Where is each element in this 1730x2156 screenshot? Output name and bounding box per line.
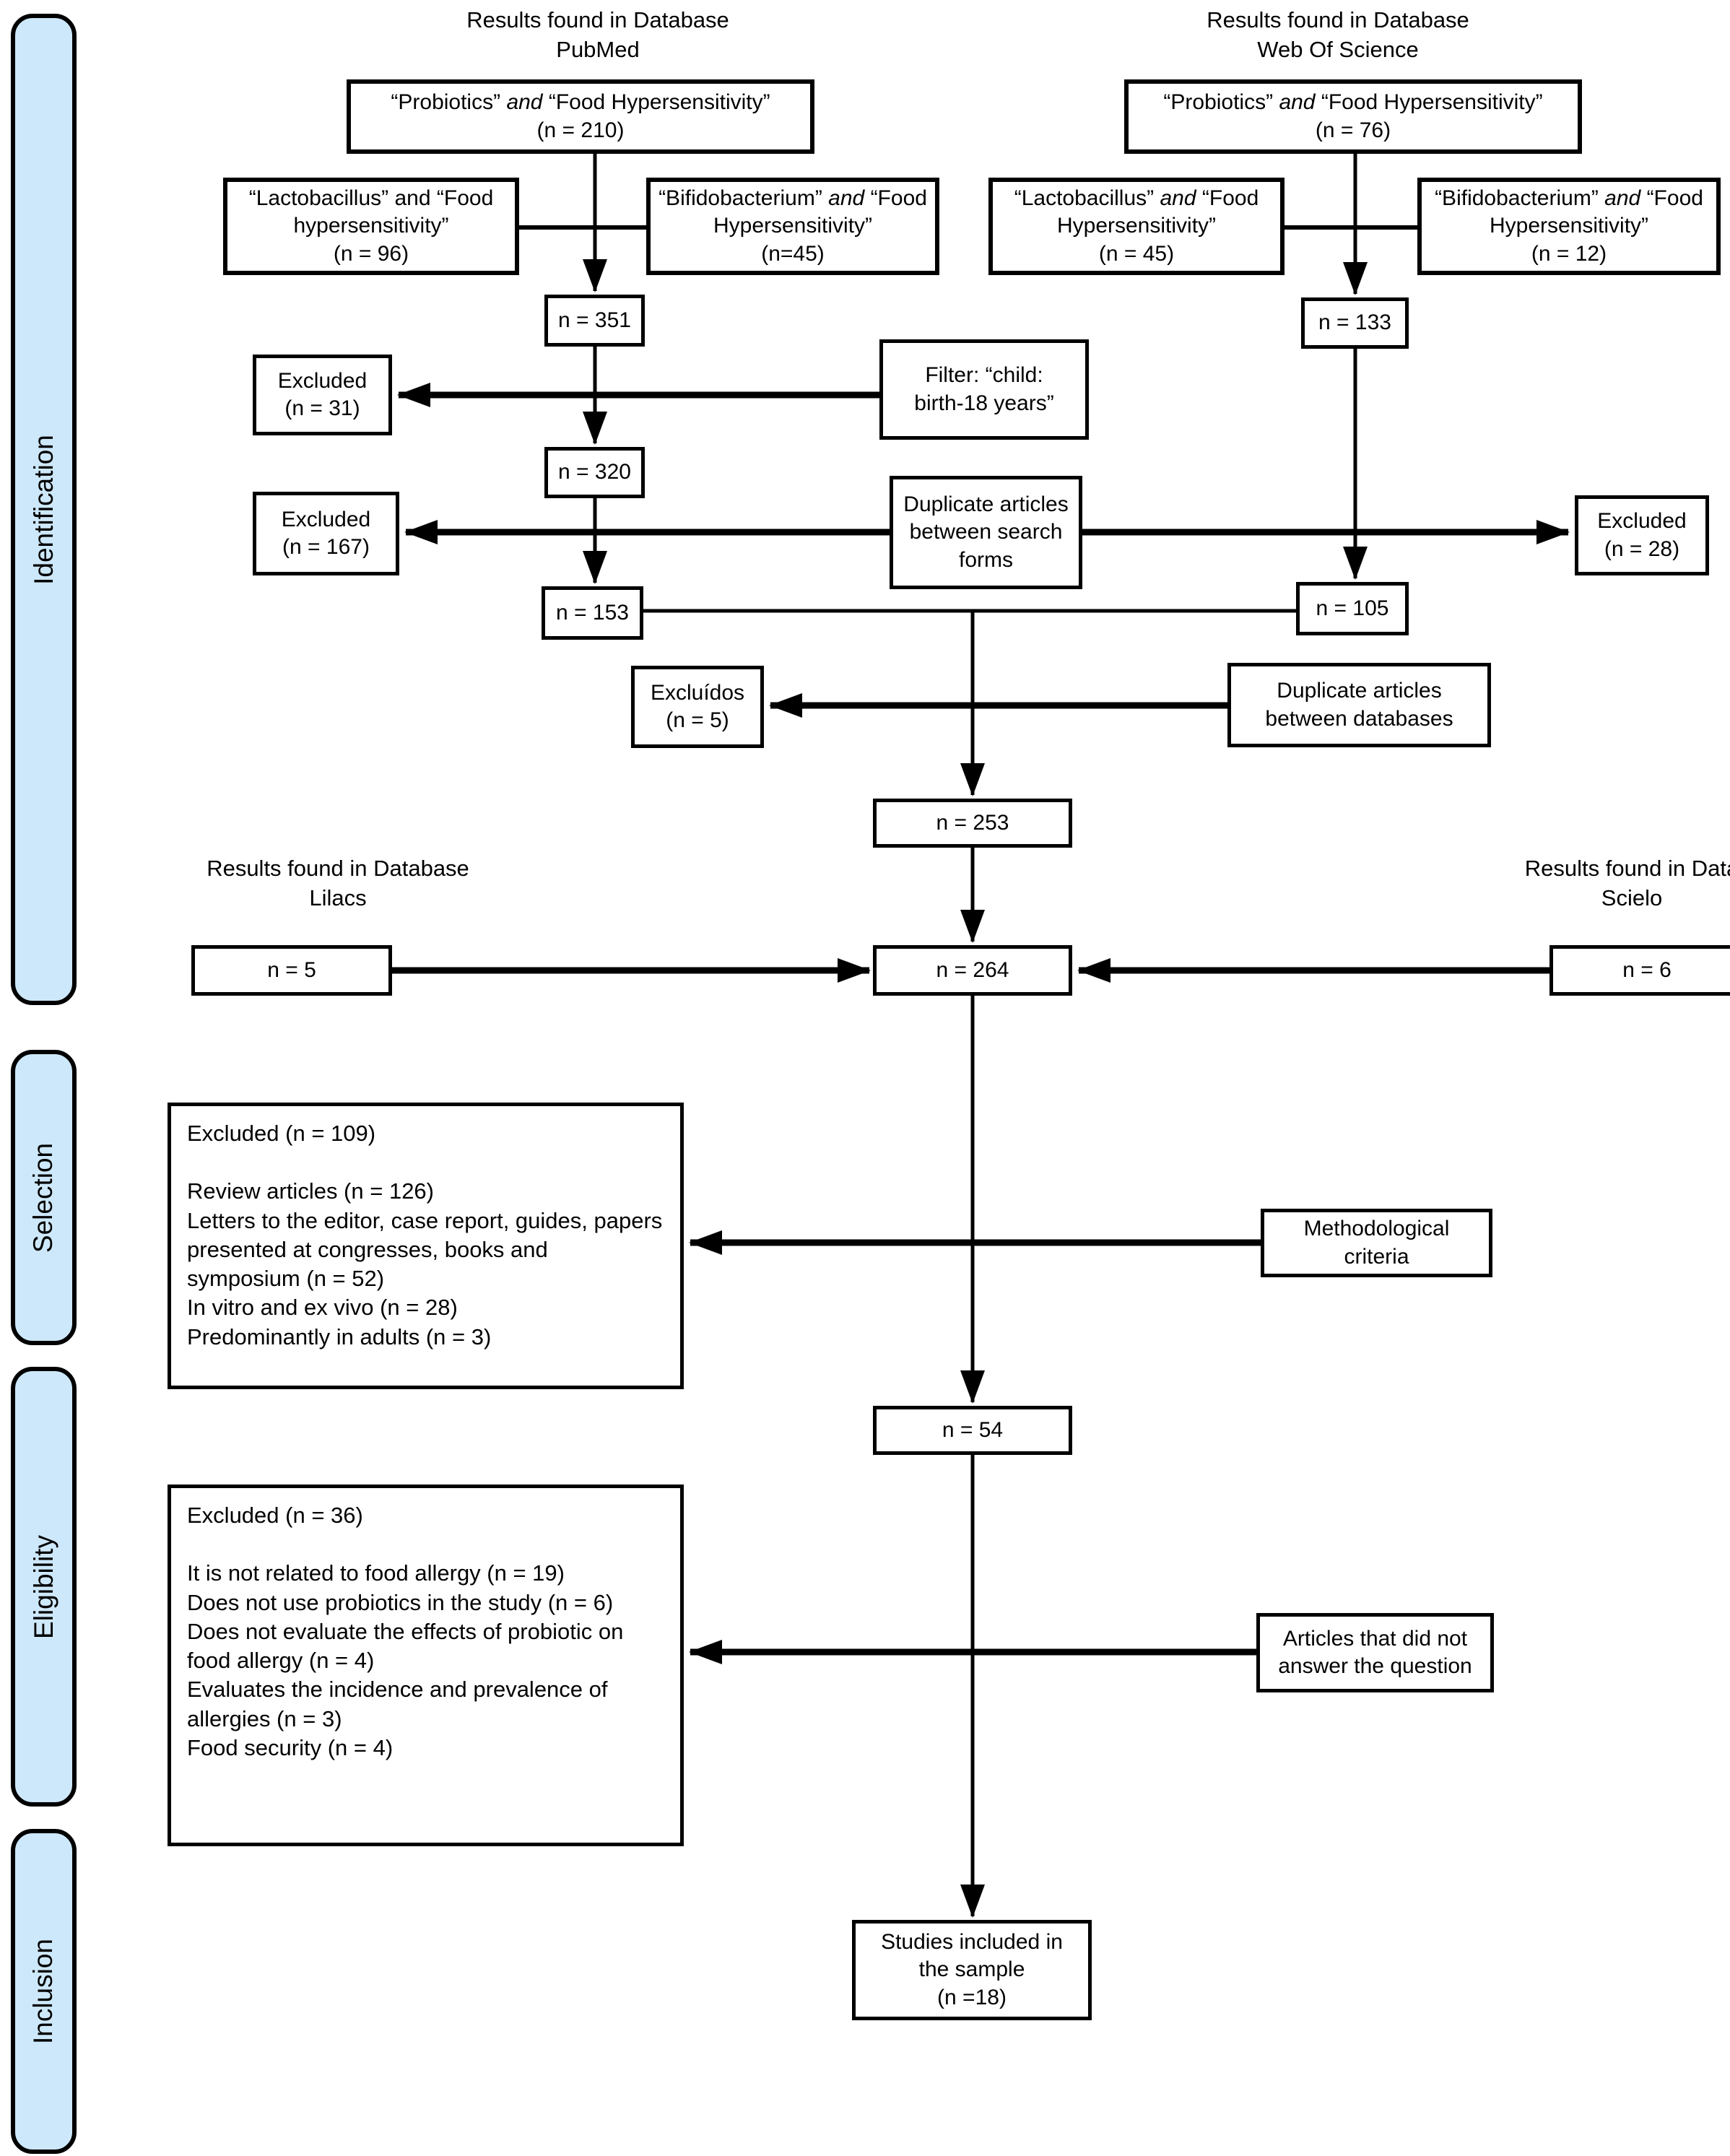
box-studies-included: Studies included in the sample (n =18) bbox=[852, 1920, 1092, 2020]
box-wos-lactobacillus: “Lactobacillus” and “Food Hypersensitivi… bbox=[988, 178, 1285, 275]
box-excluded-167: Excluded (n = 167) bbox=[253, 492, 399, 575]
selection-excluded-title: Excluded (n = 109) bbox=[187, 1121, 376, 1146]
box-n253: n = 253 bbox=[873, 799, 1072, 848]
box-n5-lilacs: n = 5 bbox=[191, 945, 392, 996]
header-scielo: Results found in Data Scielo bbox=[1524, 856, 1730, 910]
box-duplicate-search-forms: Duplicate articles between search forms bbox=[890, 476, 1082, 589]
box-excluded-31: Excluded (n = 31) bbox=[253, 355, 392, 435]
box-text: “Probiotics” and “Food Hypersensitivity” bbox=[391, 90, 770, 115]
box-n153: n = 153 bbox=[542, 586, 643, 640]
box-pubmed-lactobacillus: “Lactobacillus” and “Food hypersensitivi… bbox=[223, 178, 519, 275]
stage-selection: Selection bbox=[11, 1050, 77, 1345]
stage-selection-label: Selection bbox=[28, 1142, 58, 1253]
box-text: “Probiotics” and “Food Hypersensitivity” bbox=[1163, 90, 1543, 115]
box-wos-search: “Probiotics” and “Food Hypersensitivity”… bbox=[1124, 79, 1582, 154]
box-articles-no-answer: Articles that did not answer the questio… bbox=[1256, 1613, 1494, 1692]
box-selection-excluded: Excluded (n = 109) Review articles (n = … bbox=[168, 1103, 684, 1389]
box-methodological-criteria: Methodological criteria bbox=[1261, 1209, 1492, 1277]
box-n6-scielo: n = 6 bbox=[1549, 945, 1730, 996]
eligibility-excluded-title: Excluded (n = 36) bbox=[187, 1503, 363, 1528]
header-pubmed: Results found in Database PubMed bbox=[466, 7, 729, 62]
stage-eligibility-label: Eligibility bbox=[28, 1534, 58, 1639]
box-n105: n = 105 bbox=[1296, 582, 1409, 635]
stage-inclusion: Inclusion bbox=[11, 1829, 77, 2154]
box-filter-child: Filter: “child: birth-18 years” bbox=[879, 339, 1089, 440]
spacer bbox=[187, 1148, 664, 1177]
spacer bbox=[187, 1530, 664, 1559]
box-eligibility-excluded: Excluded (n = 36) It is not related to f… bbox=[168, 1485, 684, 1846]
header-lilacs: Results found in Database Lilacs bbox=[207, 856, 469, 910]
stage-eligibility: Eligibility bbox=[11, 1367, 77, 1807]
stage-inclusion-label: Inclusion bbox=[28, 1938, 58, 2045]
stage-identification: Identification bbox=[11, 14, 77, 1005]
box-excluded-28: Excluded (n = 28) bbox=[1575, 495, 1709, 575]
box-text: “Bifidobacterium” and “Food Hypersensiti… bbox=[1435, 186, 1703, 238]
stage-identification-label: Identification bbox=[28, 434, 58, 585]
box-n320: n = 320 bbox=[544, 447, 645, 498]
box-excluidos-5: Excluídos (n = 5) bbox=[631, 666, 764, 748]
box-n133: n = 133 bbox=[1301, 297, 1409, 349]
box-pubmed-search: “Probiotics” and “Food Hypersensitivity”… bbox=[347, 79, 814, 154]
box-pubmed-bifidobacterium: “Bifidobacterium” and “Food Hypersensiti… bbox=[646, 178, 939, 275]
box-duplicate-databases: Duplicate articles between databases bbox=[1227, 663, 1491, 747]
box-text: “Bifidobacterium” and “Food Hypersensiti… bbox=[658, 186, 927, 238]
box-text: “Lactobacillus” and “Food hypersensitivi… bbox=[248, 186, 494, 238]
box-wos-bifidobacterium: “Bifidobacterium” and “Food Hypersensiti… bbox=[1417, 178, 1721, 275]
box-n264: n = 264 bbox=[873, 945, 1072, 996]
box-n351: n = 351 bbox=[544, 295, 645, 347]
header-web-of-science: Results found in Database Web Of Science bbox=[1207, 7, 1469, 62]
box-text: “Lactobacillus” and “Food Hypersensitivi… bbox=[1014, 186, 1259, 238]
box-n54: n = 54 bbox=[873, 1406, 1072, 1455]
